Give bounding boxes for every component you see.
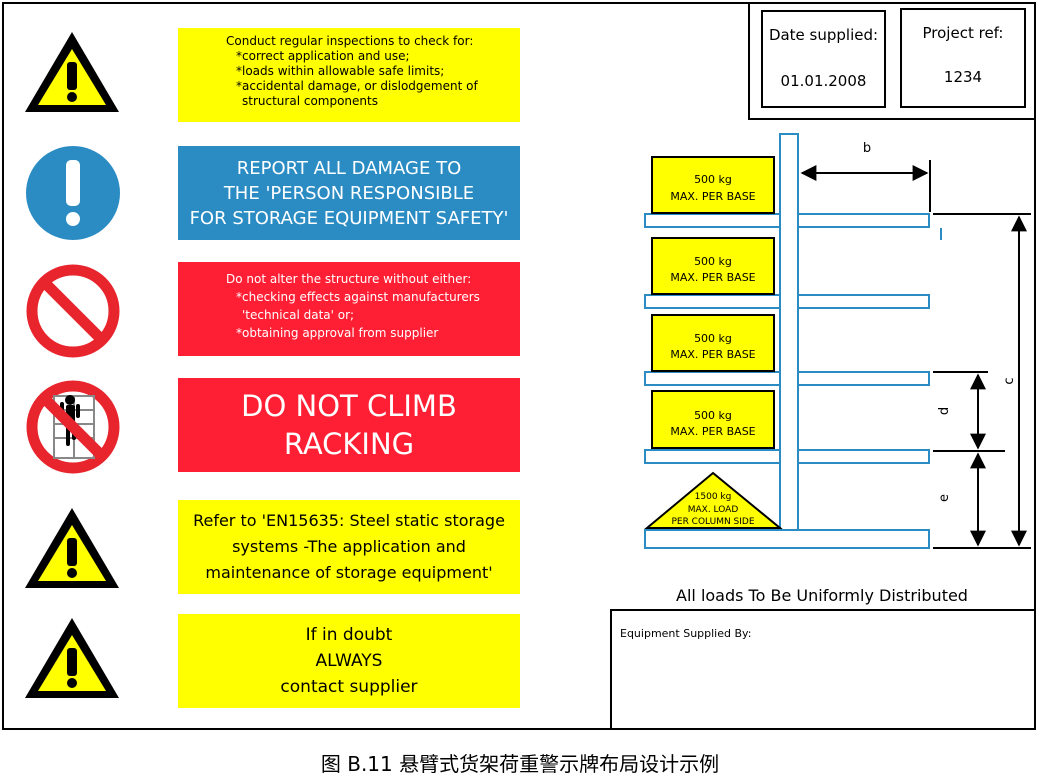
panel-line: *accidental damage, or dislodgement of — [236, 79, 478, 93]
refer-standard-panel: Refer to 'EN15635: Steel static storage … — [178, 500, 520, 594]
panel-line: *checking effects against manufacturers — [236, 290, 480, 304]
panel-line: THE 'PERSON RESPONSIBLE — [223, 182, 475, 204]
load-weight: 500 kg — [694, 255, 732, 268]
warning-triangle-icon — [25, 618, 119, 698]
panel-line: *obtaining approval from supplier — [236, 326, 439, 340]
do-not-alter-panel: Do not alter the structure without eithe… — [178, 262, 520, 356]
prohibition-icon — [26, 264, 120, 358]
supplied-by-label: Equipment Supplied By: — [620, 627, 752, 640]
project-value: 1234 — [943, 68, 983, 86]
panel-line: Refer to 'EN15635: Steel static storage — [193, 511, 505, 530]
panel-line: maintenance of storage equipment' — [205, 563, 493, 582]
if-in-doubt-panel: If in doubt ALWAYS contact supplier — [178, 614, 520, 708]
panel-line: contact supplier — [280, 677, 418, 697]
rack-base — [644, 529, 930, 549]
report-damage-panel: REPORT ALL DAMAGE TO THE 'PERSON RESPONS… — [178, 146, 520, 240]
panel-line: *loads within allowable safe limits; — [236, 64, 445, 78]
panel-line: Conduct regular inspections to check for… — [226, 34, 474, 48]
panel-line: If in doubt — [305, 625, 393, 645]
inspection-panel: Conduct regular inspections to check for… — [178, 28, 520, 122]
do-not-climb-panel: DO NOT CLIMB RACKING — [178, 378, 520, 472]
header-frame — [748, 2, 1036, 120]
panel-line: structural components — [242, 94, 378, 108]
panel-line: systems -The application and — [232, 537, 466, 556]
column-load-triangle: 1500 kg MAX. LOAD PER COLUMN SIDE — [644, 471, 783, 529]
project-label: Project ref: — [922, 24, 1004, 42]
warning-board — [2, 2, 1036, 730]
load-block: 500 kg MAX. PER BASE — [651, 314, 775, 372]
no-climbing-icon — [26, 380, 120, 474]
panel-line: RACKING — [283, 427, 415, 461]
load-block: 500 kg MAX. PER BASE — [651, 390, 775, 449]
project-ref-box: Project ref: 1234 — [900, 8, 1026, 108]
date-value: 01.01.2008 — [780, 72, 867, 90]
load-limit: MAX. PER BASE — [670, 190, 755, 203]
uniform-load-note: All loads To Be Uniformly Distributed — [676, 586, 968, 605]
panel-line: *correct application and use; — [236, 49, 410, 63]
dimension-e-label: e — [937, 494, 952, 502]
warning-triangle-icon — [25, 32, 119, 112]
supplied-by-box: Equipment Supplied By: — [610, 609, 1034, 728]
panel-line: FOR STORAGE EQUIPMENT SAFETY' — [189, 207, 509, 229]
mandatory-information-icon — [26, 146, 120, 240]
dimension-d-label: d — [937, 407, 952, 415]
load-block: 500 kg MAX. PER BASE — [651, 156, 775, 214]
panel-line: Do not alter the structure without eithe… — [226, 272, 472, 286]
load-limit: MAX. PER BASE — [670, 425, 755, 438]
load-weight: 500 kg — [694, 409, 732, 422]
panel-line: ALWAYS — [315, 651, 383, 671]
load-weight: 500 kg — [694, 332, 732, 345]
column-load-side: PER COLUMN SIDE — [671, 517, 754, 527]
load-limit: MAX. PER BASE — [670, 348, 755, 361]
figure-caption: 图 B.11 悬臂式货架荷重警示牌布局设计示例 — [320, 752, 720, 776]
rack-diagram: 500 kg MAX. PER BASE 500 kg MAX. PER BAS… — [644, 133, 1031, 549]
rack-column — [779, 133, 799, 531]
load-limit: MAX. PER BASE — [670, 271, 755, 284]
panel-line: 'technical data' or; — [242, 308, 355, 322]
load-block: 500 kg MAX. PER BASE — [651, 237, 775, 295]
column-load-label: MAX. LOAD — [688, 505, 739, 515]
panel-line: REPORT ALL DAMAGE TO — [236, 157, 462, 179]
load-weight: 500 kg — [694, 173, 732, 186]
column-load-weight: 1500 kg — [695, 492, 732, 502]
warning-triangle-icon — [25, 508, 119, 588]
dimension-b-label: b — [863, 141, 871, 156]
dimension-c-label: c — [1002, 377, 1017, 384]
panel-line: DO NOT CLIMB — [241, 389, 457, 423]
date-supplied-box: Date supplied: 01.01.2008 — [761, 10, 886, 108]
date-label: Date supplied: — [768, 26, 879, 44]
